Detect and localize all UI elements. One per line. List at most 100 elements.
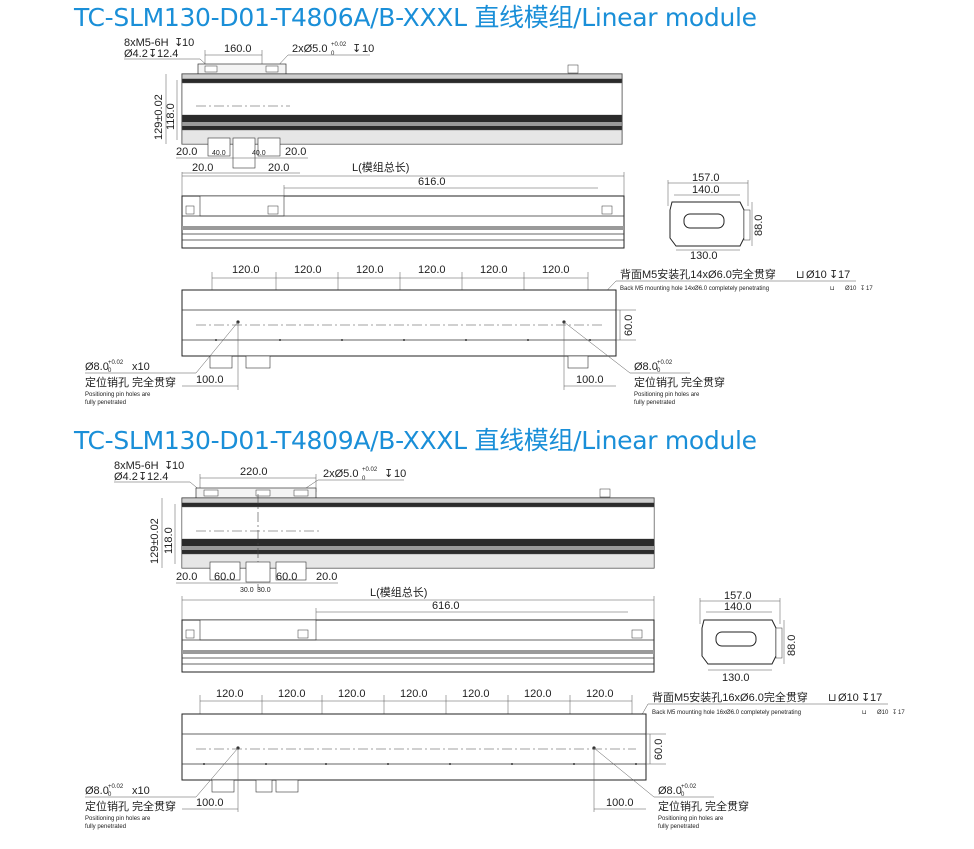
s2-back-hole-cn-depth: Ø10 <box>838 692 859 704</box>
s1-length-label: L(模组总长) <box>352 160 409 174</box>
s2-back-hole-en-depth-symbol: ↧ <box>892 709 897 716</box>
s1-top-hole-spec-2: Ø4.2 <box>124 48 148 60</box>
s1-stroke-dim: 616.0 <box>418 176 446 188</box>
s2-pitch-3: 120.0 <box>338 688 366 700</box>
s1-edge-dim-right: 100.0 <box>576 374 604 386</box>
s1-back-hole-cn-depth: Ø10 <box>806 269 827 281</box>
s2-top-hole-depth-2: 12.4 <box>147 471 168 483</box>
s2-stroke-dim: 616.0 <box>432 600 460 612</box>
s2-back-hole-cn: 背面M5安装孔16xØ6.0完全贯穿 <box>652 690 808 704</box>
section-1-title: TC-SLM130-D01-T4806A/B-XXXL 直线模组/Linear … <box>74 3 757 32</box>
s2-end-width: 157.0 <box>724 590 752 602</box>
s1-back-hole-cb-symbol: ⊔ <box>796 269 805 281</box>
s2-back-hole-en-depth2: 17 <box>898 710 905 716</box>
s2-pitch-5: 120.0 <box>462 688 490 700</box>
section-2-title: TC-SLM130-D01-T4809A/B-XXXL 直线模组/Linear … <box>74 426 757 455</box>
s2-end-bottom: 130.0 <box>722 672 750 684</box>
s1-right-pin-cn: 定位销孔 完全贯穿 <box>634 375 725 389</box>
s1-pin-hole-spec: 2xØ5.0 <box>292 43 327 55</box>
s1-back-hole-en: Back M5 mounting hole 14xØ6.0 completely… <box>620 286 769 292</box>
s2-bottom-dim-3: 60.0 <box>276 571 297 583</box>
s2-right-pin-cn: 定位销孔 完全贯穿 <box>658 799 749 813</box>
s1-right-pin-en-2: fully penetrated <box>634 400 675 406</box>
s1-pitch-3: 120.0 <box>356 264 384 276</box>
s1-bottom-dim-1: 20.0 <box>176 146 197 158</box>
s2-depth-symbol-1: ↧ <box>164 460 173 472</box>
s2-bottom-view: 120.0 120.0 120.0 120.0 120.0 120.0 120.… <box>85 688 905 830</box>
s1-bottom-view: 120.0 120.0 120.0 120.0 120.0 120.0 背面M5… <box>85 264 873 406</box>
s1-front-view: 8xM5-6H ↧ 10 Ø4.2 ↧ 12.4 160.0 2xØ5.0 +0… <box>124 37 623 174</box>
s1-pitch-2: 120.0 <box>294 264 322 276</box>
s2-edge-dim-left: 100.0 <box>196 797 224 809</box>
s1-depth-symbol-1: ↧ <box>174 37 183 49</box>
s1-left-pin-tol-upper: +0.02 <box>108 360 124 366</box>
s1-pitch-5: 120.0 <box>480 264 508 276</box>
s1-inner-height-dim: 118.0 <box>165 103 177 130</box>
s1-bottom-dim-3: 40.0 <box>252 150 266 157</box>
s2-length-label: L(模组总长) <box>370 585 427 599</box>
s1-back-hole-cn: 背面M5安装孔14xØ6.0完全贯穿 <box>620 267 776 281</box>
s1-top-hole-spec-1: 8xM5-6H <box>124 37 169 49</box>
s2-slider-width: 220.0 <box>240 466 268 478</box>
s2-edge-dim-right: 100.0 <box>606 797 634 809</box>
s1-back-hole-cn-depth2: 17 <box>838 269 850 281</box>
s2-left-pin-en-1: Positioning pin holes are <box>85 816 151 822</box>
s1-end-bottom: 130.0 <box>690 250 718 262</box>
s1-left-pin-en-2: fully penetrated <box>85 400 126 406</box>
s1-slider-width: 160.0 <box>224 43 252 55</box>
s1-pin-depth: 10 <box>362 43 374 55</box>
s2-pin-hole-spec: 2xØ5.0 <box>323 468 358 480</box>
s2-top-hole-depth-1: 10 <box>172 460 184 472</box>
s1-end-width: 157.0 <box>692 172 720 184</box>
s2-pin-tol-lower: 0 <box>362 476 366 482</box>
s2-end-view: 157.0 140.0 88.0 130.0 <box>699 590 798 684</box>
s1-back-hole-en-depth-symbol: ↧ <box>860 285 865 292</box>
s1-end-inner-width: 140.0 <box>692 184 720 196</box>
s1-pin-tol-upper: +0.02 <box>331 42 347 48</box>
s1-right-pin-spec: Ø8.0 <box>634 361 658 373</box>
s1-back-hole-depth-symbol: ↧ <box>829 269 838 281</box>
s2-left-pin-tol-lower: 0 <box>108 792 112 798</box>
s2-back-hole-depth-symbol: ↧ <box>861 692 870 704</box>
s1-pitch-4: 120.0 <box>418 264 446 276</box>
s1-left-pin-count: x10 <box>132 361 150 373</box>
s2-right-pin-tol-upper: +0.02 <box>681 784 697 790</box>
s1-bottom-dim2-1: 20.0 <box>192 162 213 174</box>
s2-bottom-dim2-2: 30.0 <box>257 587 271 594</box>
s2-pitch-4: 120.0 <box>400 688 428 700</box>
s2-back-hole-cn-depth2: 17 <box>870 692 882 704</box>
s1-end-view: 157.0 140.0 88.0 130.0 <box>667 172 765 262</box>
s2-right-pin-tol-lower: 0 <box>681 792 685 798</box>
s2-bottom-dim-1: 20.0 <box>176 571 197 583</box>
s1-top-hole-depth-1: 10 <box>182 37 194 49</box>
s2-pin-depth: 10 <box>394 468 406 480</box>
s1-pin-depth-symbol: ↧ <box>352 43 361 55</box>
s1-side-height: 60.0 <box>623 315 635 336</box>
s1-edge-dim-left: 100.0 <box>196 374 224 386</box>
s2-side-view: L(模组总长) 616.0 <box>181 585 655 673</box>
s1-back-hole-en-depth: Ø10 <box>845 286 857 292</box>
s1-bottom-dim-4: 20.0 <box>285 146 306 158</box>
s1-end-height: 88.0 <box>753 215 765 236</box>
s2-end-inner-width: 140.0 <box>724 601 752 613</box>
s2-left-pin-tol-upper: +0.02 <box>108 784 124 790</box>
s1-top-hole-depth-2: 12.4 <box>157 48 178 60</box>
s2-pin-depth-symbol: ↧ <box>384 468 393 480</box>
s2-pitch-7: 120.0 <box>586 688 614 700</box>
s2-pitch-6: 120.0 <box>524 688 552 700</box>
s2-back-hole-en-cb-symbol: ⊔ <box>862 710 867 716</box>
s1-side-view: L(模组总长) 616.0 <box>181 160 625 249</box>
s2-right-pin-en-1: Positioning pin holes are <box>658 816 724 822</box>
s1-right-pin-tol-lower: 0 <box>657 368 661 374</box>
s2-depth-symbol-2: ↧ <box>138 471 147 483</box>
s1-bottom-dim2-2: 20.0 <box>268 162 289 174</box>
s1-end-cap-icon <box>567 64 579 74</box>
s2-height-dim: 129±0.02 <box>149 518 161 564</box>
s1-depth-symbol-2: ↧ <box>148 48 157 60</box>
s1-pin-tol-lower: 0 <box>331 51 335 57</box>
s2-left-pin-en-2: fully penetrated <box>85 824 126 830</box>
s1-height-dim: 129±0.02 <box>153 94 165 140</box>
s1-left-pin-tol-lower: 0 <box>108 368 112 374</box>
s2-right-pin-spec: Ø8.0 <box>658 785 682 797</box>
